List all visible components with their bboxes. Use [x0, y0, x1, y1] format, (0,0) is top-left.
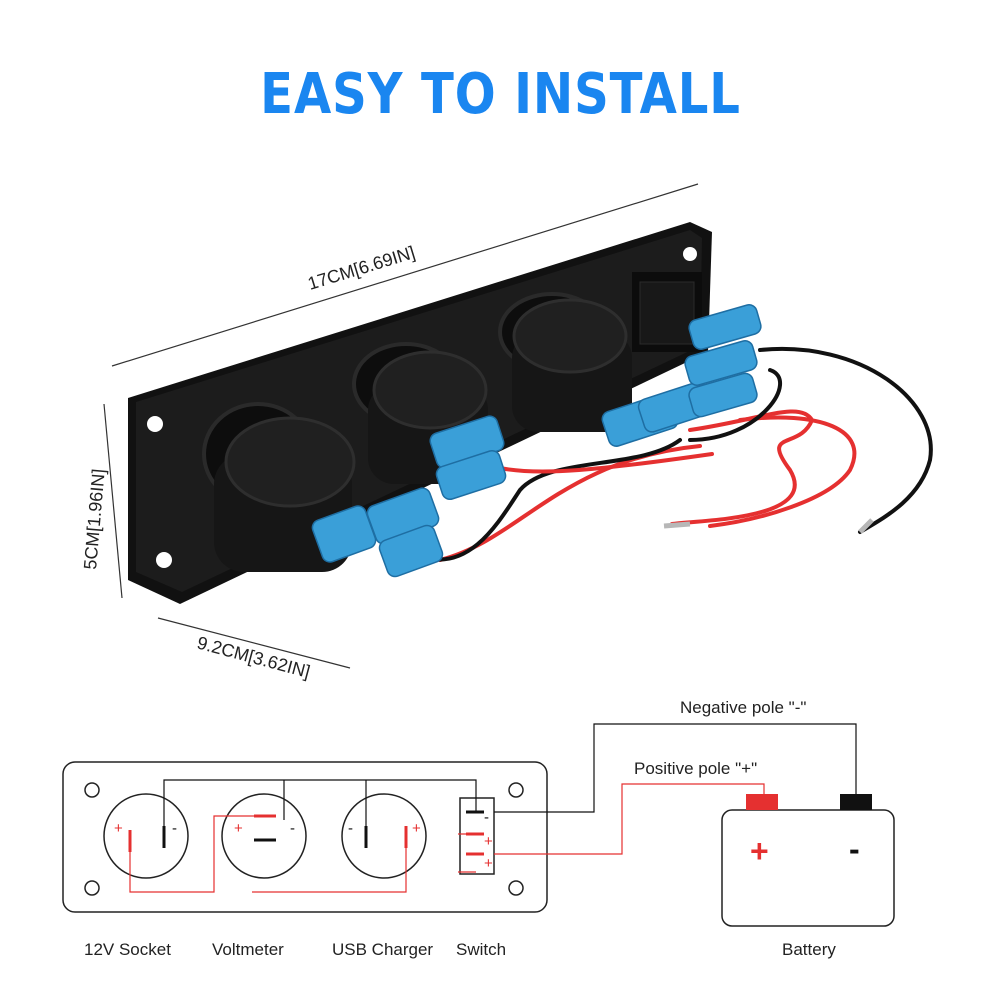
switch-module: [632, 272, 702, 352]
battery-plus-sign: +: [750, 833, 769, 869]
socket-12v-symbol: [103, 793, 189, 879]
negative-pole-label: Negative pole "-": [680, 698, 806, 717]
usb-charger-symbol: [341, 793, 427, 879]
minus-mark: -: [484, 809, 489, 826]
minus-mark: -: [290, 820, 295, 837]
page-title: EASY TO INSTALL: [260, 62, 741, 127]
plus-mark: +: [234, 820, 243, 837]
mount-hole: [156, 552, 172, 568]
width-dimension-label: 9.2CM[3.62IN]: [195, 633, 312, 682]
battery-negative-terminal: [840, 794, 872, 810]
voltmeter-symbol: [221, 793, 307, 879]
plus-mark: +: [114, 820, 123, 837]
dimension-lines: [103, 183, 699, 669]
plus-mark: +: [484, 833, 493, 850]
length-dimension-label: 17CM[6.69IN]: [305, 242, 417, 294]
stripped-wire-end: [858, 518, 874, 534]
mount-hole: [508, 782, 524, 798]
plus-mark: +: [412, 820, 421, 837]
battery-symbol: [721, 809, 895, 927]
minus-mark: -: [172, 820, 177, 837]
positive-pole-label: Positive pole "+": [634, 759, 757, 778]
mount-hole: [84, 880, 100, 896]
plus-mark: +: [484, 855, 493, 872]
component-label-usb-charger: USB Charger: [332, 940, 433, 959]
mount-hole: [147, 416, 163, 432]
component-label-12v-socket: 12V Socket: [84, 940, 171, 959]
battery-label: Battery: [782, 940, 836, 959]
mount-hole: [683, 247, 697, 261]
minus-mark: -: [348, 820, 353, 837]
component-label-switch: Switch: [456, 940, 506, 959]
blue-terminals: [311, 304, 762, 578]
voltmeter: [352, 342, 488, 484]
wires: [418, 346, 933, 562]
mount-hole: [84, 782, 100, 798]
usb-charger: [498, 292, 632, 432]
mount-hole: [508, 880, 524, 896]
height-dimension-label: 5CM[1.96IN]: [80, 468, 109, 570]
switch-symbol: [459, 797, 495, 875]
panel-outline: [62, 761, 548, 913]
battery-positive-terminal: [746, 794, 778, 810]
wiring-diagram: + - + - - + - + + + - Negative pole "-" …: [62, 698, 895, 959]
stripped-wire-end: [663, 521, 691, 529]
battery-minus-sign: -: [849, 831, 860, 867]
component-label-voltmeter: Voltmeter: [212, 940, 284, 959]
